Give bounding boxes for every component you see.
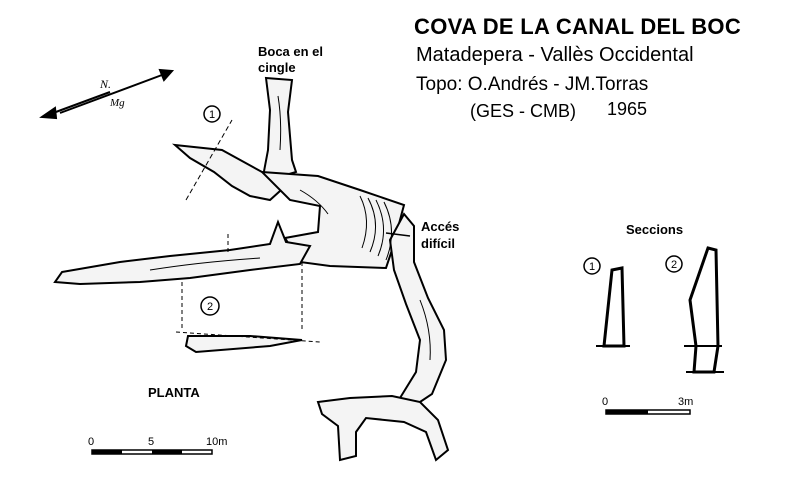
north-arrow-icon xyxy=(39,68,175,120)
magnetic-north-label: Mg xyxy=(109,97,125,109)
survey-year: 1965 xyxy=(607,99,648,119)
section-scale-bar: 0 3m xyxy=(602,396,693,415)
plan-title: PLANTA xyxy=(148,385,200,400)
plan-scale-tick-0: 0 xyxy=(88,436,94,448)
difficult-access-label-line2: difícil xyxy=(421,236,455,251)
map-title: COVA DE LA CANAL DEL BOC xyxy=(414,14,742,39)
sections-title: Seccions xyxy=(626,222,684,237)
plan-scale-tick-2: 10m xyxy=(206,436,227,448)
section-scale-tick-1: 3m xyxy=(678,396,693,408)
north-label: N. xyxy=(99,77,111,91)
access-pointer xyxy=(385,232,411,237)
entrance-label-line2: cingle xyxy=(258,60,296,75)
survey-credit: Topo: O.Andrés - JM.Torras xyxy=(416,74,649,95)
contour-lines xyxy=(149,95,431,361)
section-2-drawing-marker: 2 xyxy=(671,259,677,271)
survey-group: (GES - CMB) xyxy=(470,101,576,121)
section-1-drawing: 1 xyxy=(583,257,630,348)
section-1-drawing-marker: 1 xyxy=(589,261,595,273)
map-subtitle: Matadepera - Vallès Occidental xyxy=(416,44,694,66)
section-2-marker: 2 xyxy=(207,301,213,313)
section-scale-tick-0: 0 xyxy=(602,396,608,408)
plan-scale-bar: 0 5 10m xyxy=(88,436,227,455)
section-1-marker: 1 xyxy=(209,109,215,121)
section-1-cut: 1 xyxy=(185,105,233,201)
difficult-access-label-line1: Accés xyxy=(421,219,460,234)
entrance-label-line1: Boca en el xyxy=(258,44,324,59)
cave-plan xyxy=(53,76,450,462)
section-2-drawing: 2 xyxy=(665,246,724,374)
section-2-box xyxy=(175,234,321,343)
plan-scale-tick-1: 5 xyxy=(148,436,154,448)
